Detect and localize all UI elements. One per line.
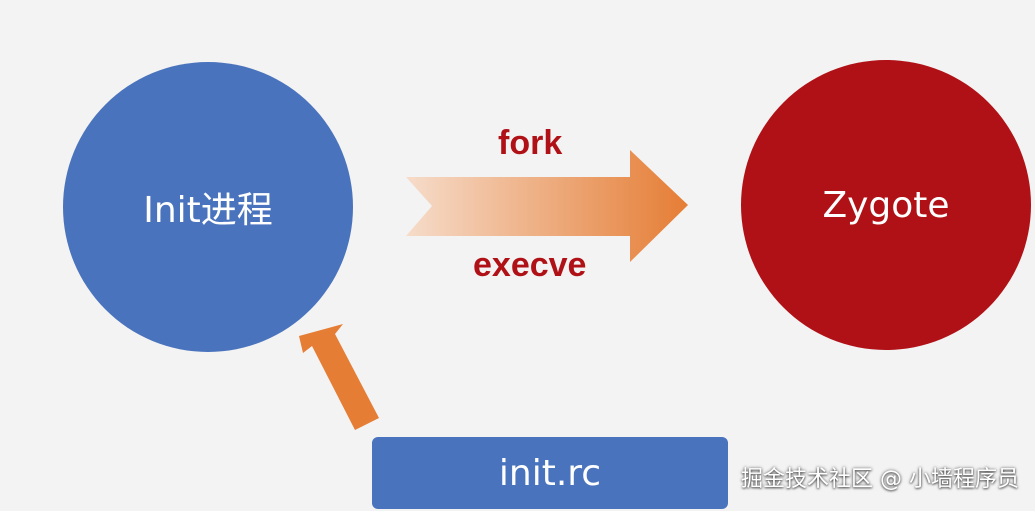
init-rc-node: init.rc xyxy=(372,437,728,509)
zygote-node: Zygote xyxy=(741,60,1031,350)
execve-label: execve xyxy=(473,246,587,284)
zygote-label: Zygote xyxy=(822,184,950,226)
initrc-to-init-arrow xyxy=(299,324,379,430)
fork-execve-arrow xyxy=(406,150,688,262)
init-rc-label: init.rc xyxy=(498,452,602,494)
init-process-label: Init进程 xyxy=(143,190,273,231)
fork-label: fork xyxy=(498,124,563,162)
watermark-text: 掘金技术社区 @ 小墙程序员 xyxy=(741,467,1019,492)
init-process-node: Init进程 xyxy=(63,62,353,352)
